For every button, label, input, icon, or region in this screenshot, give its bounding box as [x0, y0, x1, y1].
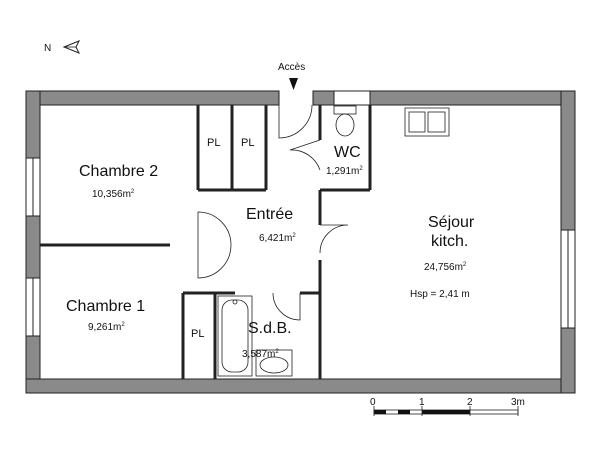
scale-label-1: 1 — [419, 397, 425, 408]
closet-label-1: PL — [207, 137, 220, 149]
room-area-chambre2: 10,356m2 — [92, 189, 135, 200]
scale-label-2: 2 — [467, 397, 473, 408]
room-name-entree: Entrée — [246, 206, 293, 223]
north-arrow-icon — [62, 40, 81, 54]
ceiling-height-label: Hsp = 2,41 m — [410, 289, 470, 300]
room-name-sejour-line2: kitch. — [431, 233, 468, 250]
closet-label-2: PL — [241, 137, 254, 149]
washbasin-icon — [255, 349, 293, 377]
room-name-sejour-line1: Séjour — [428, 214, 475, 231]
room-area-sdb: 3,587m2 — [242, 349, 279, 360]
windows — [25, 90, 576, 337]
room-area-entree: 6,421m2 — [259, 233, 296, 244]
room-area-chambre1: 9,261m2 — [88, 322, 125, 333]
access-label: Accès — [278, 62, 305, 73]
compass-north-label: N — [44, 43, 51, 54]
doors — [197, 104, 349, 321]
room-name-sdb: S.d.B. — [248, 320, 292, 337]
scale-label-0: 0 — [370, 397, 376, 408]
toilet-tank-icon — [333, 105, 357, 115]
bathtub-icon — [217, 295, 253, 377]
compass: N — [44, 40, 81, 54]
room-area-sejour: 24,756m2 — [424, 262, 467, 273]
kitchen-sink-icon — [404, 107, 450, 137]
access-arrow-icon — [289, 78, 298, 90]
room-name-chambre1: Chambre 1 — [66, 298, 145, 315]
room-name-wc: WC — [334, 144, 361, 161]
interior-walls — [40, 105, 372, 379]
room-area-wc: 1,291m2 — [326, 166, 363, 177]
fixtures — [217, 105, 450, 377]
toilet-bowl-icon — [335, 113, 355, 137]
exterior-walls — [25, 90, 576, 394]
scale-label-3: 3m — [511, 397, 525, 408]
scale-bar: 0 1 2 3m — [370, 397, 525, 416]
room-name-chambre2: Chambre 2 — [79, 163, 158, 180]
closet-label-3: PL — [191, 328, 204, 340]
